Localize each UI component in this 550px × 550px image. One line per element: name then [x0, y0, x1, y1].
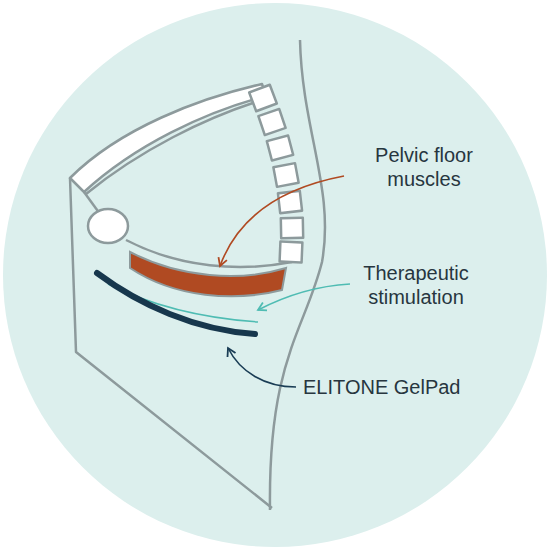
- callout-label: Therapeutic stimulation: [336, 261, 496, 309]
- vertebra: [267, 136, 293, 161]
- pelvic-floor-muscle: [130, 252, 286, 296]
- gelpad: [97, 273, 255, 334]
- vertebra: [281, 218, 303, 238]
- pelvic-bone: [70, 84, 266, 192]
- vertebra: [249, 85, 277, 111]
- vertebra: [258, 109, 285, 135]
- pubic-bone: [88, 209, 128, 243]
- pelvic-inner: [86, 100, 262, 194]
- spine: [249, 85, 303, 263]
- vertebra: [280, 242, 303, 263]
- vertebra: [273, 163, 298, 187]
- callout-label: Pelvic floor muscles: [340, 143, 508, 191]
- background-circle: [3, 3, 547, 547]
- callout-label: ELITONE GelPad: [303, 375, 460, 399]
- vertebra: [278, 191, 302, 213]
- leader-arrow: [220, 176, 344, 266]
- leader-arrow: [228, 348, 296, 387]
- leader-arrow: [258, 284, 350, 310]
